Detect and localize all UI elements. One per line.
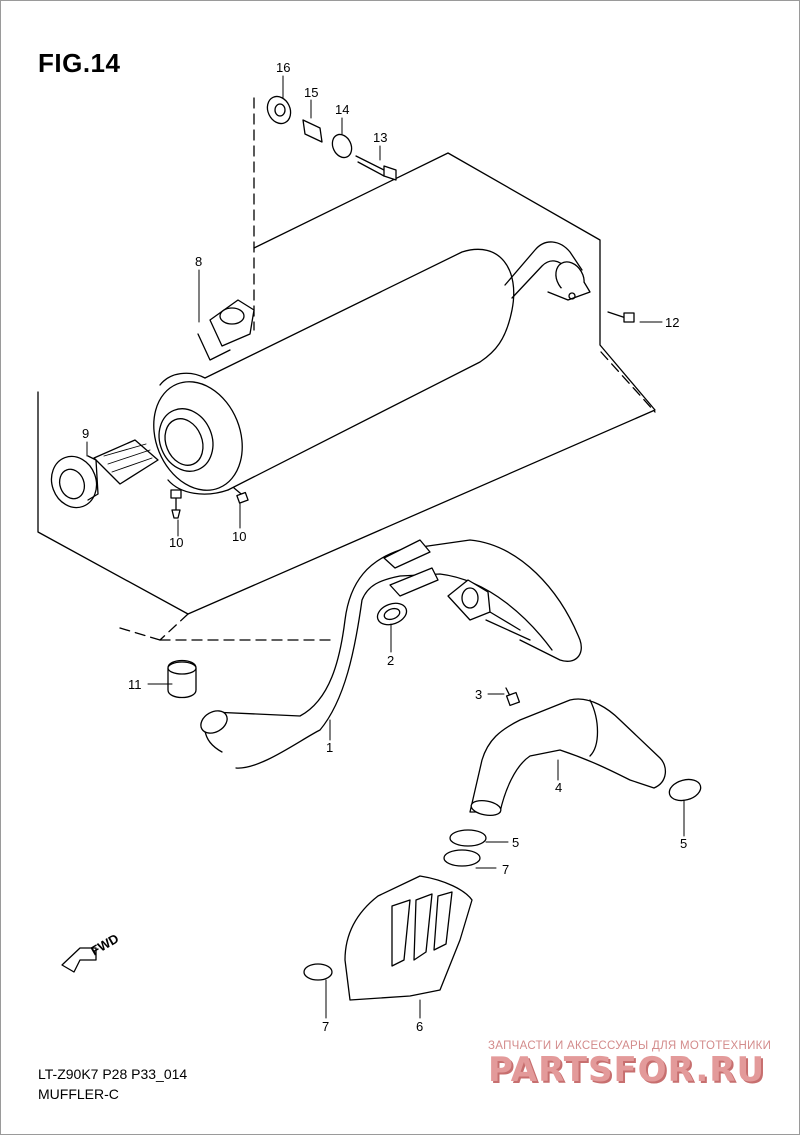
bolt-3	[505, 687, 521, 707]
seal-11	[167, 659, 197, 699]
callout-10-left: 10	[169, 535, 183, 550]
callout-2: 2	[387, 653, 394, 668]
callout-4: 4	[555, 780, 562, 795]
watermark-subtitle: ЗАПЧАСТИ И АКСЕССУАРЫ ДЛЯ МОТОТЕХНИКИ	[488, 1040, 772, 1052]
spark-arrester	[50, 439, 159, 509]
hardware-stack	[266, 95, 397, 181]
alignment-lines	[119, 97, 656, 641]
callout-16: 16	[276, 60, 290, 75]
screws-10	[170, 487, 249, 519]
callout-13: 13	[373, 130, 387, 145]
callout-7-left: 7	[322, 1019, 329, 1034]
callout-9: 9	[82, 426, 89, 441]
callout-6: 6	[416, 1019, 423, 1034]
callout-3: 3	[475, 687, 482, 702]
muffler-body	[153, 241, 591, 495]
callout-15: 15	[304, 85, 318, 100]
callout-14: 14	[335, 102, 349, 117]
muffler-assembly-outline	[37, 152, 656, 615]
callout-8: 8	[195, 254, 202, 269]
clamps	[303, 778, 702, 981]
fwd-label: FWD	[88, 931, 121, 959]
heat-protector	[344, 875, 473, 1001]
figure-title: FIG.14	[38, 48, 121, 78]
callout-1: 1	[326, 740, 333, 755]
section-name: MUFFLER-C	[38, 1086, 119, 1102]
watermark-brand: PARTSFOR.RU	[488, 1050, 766, 1090]
exhaust-pipe	[200, 539, 582, 769]
model-code: LT-Z90K7 P28 P33_014	[38, 1066, 188, 1082]
callout-10-right: 10	[232, 529, 246, 544]
watermark: ЗАПЧАСТИ И АКСЕССУАРЫ ДЛЯ МОТОТЕХНИКИ PA…	[488, 1040, 788, 1090]
forward-arrow-icon	[61, 947, 97, 973]
connecting-pipe	[469, 698, 666, 817]
callout-11: 11	[128, 677, 142, 692]
callout-5-right: 5	[680, 836, 687, 851]
bolt-12	[607, 311, 635, 323]
callout-5-middle: 5	[512, 835, 519, 850]
gasket	[376, 602, 408, 626]
leader-lines	[86, 75, 685, 1019]
callout-7-middle: 7	[502, 862, 509, 877]
callout-12: 12	[665, 315, 679, 330]
